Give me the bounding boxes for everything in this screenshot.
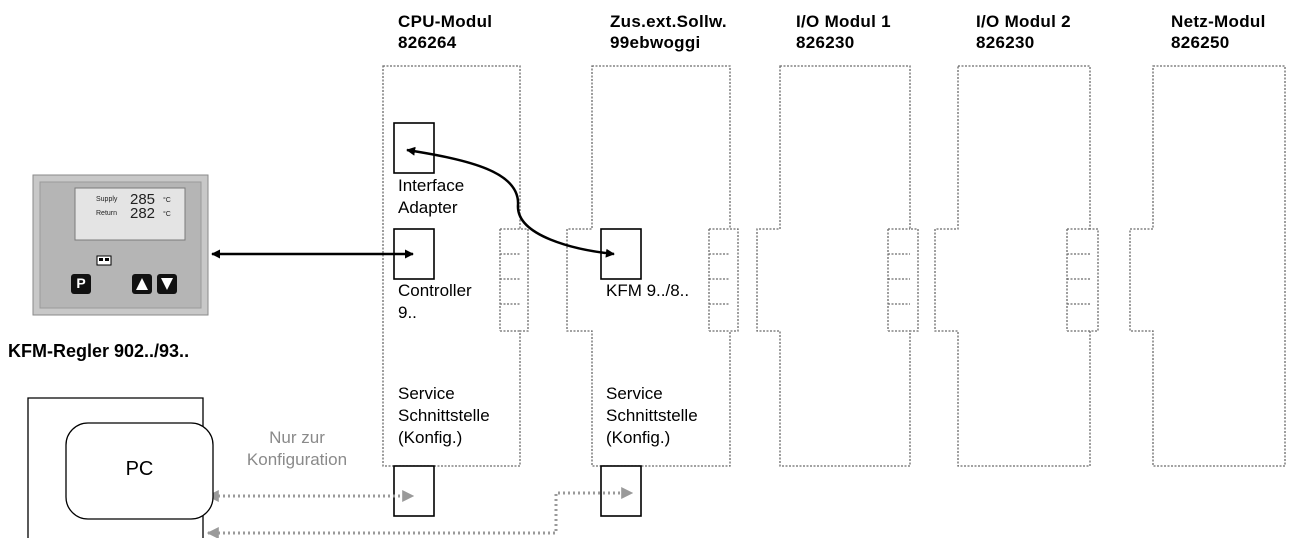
setpoint-service-label: Service Schnittstelle (Konfig.) bbox=[606, 383, 698, 449]
display-row2-unit: °C bbox=[163, 211, 171, 218]
io-module-1-name: I/O Modul 1 bbox=[796, 12, 891, 31]
setpoint-service-line3: (Konfig.) bbox=[606, 428, 671, 447]
cpu-service-line2: Schnittstelle bbox=[398, 406, 490, 425]
display-row1-value: 285 bbox=[130, 191, 156, 208]
io-module-1-code: 826230 bbox=[796, 33, 855, 52]
netz-module-outline bbox=[1129, 65, 1286, 467]
io-module-1-title: I/O Modul 1 826230 bbox=[796, 11, 891, 53]
config-note-line1: Nur zur bbox=[269, 428, 325, 447]
interface-label-line2: Adapter bbox=[398, 198, 458, 217]
cpu-module-code: 826264 bbox=[398, 33, 457, 52]
p-key bbox=[71, 274, 91, 294]
netz-module-code: 826250 bbox=[1171, 33, 1230, 52]
p-key-label: P bbox=[76, 275, 86, 291]
cpu-service-line3: (Konfig.) bbox=[398, 428, 463, 447]
setpoint-module-code: 99ebwoggi bbox=[610, 33, 701, 52]
setpoint-service-port bbox=[600, 465, 642, 517]
config-note-line2: Konfiguration bbox=[246, 450, 348, 469]
kfm-regler-device bbox=[32, 174, 209, 316]
up-arrow-icon bbox=[136, 278, 148, 290]
io-module-2-title: I/O Modul 2 826230 bbox=[976, 11, 1071, 53]
display-row1-unit: °C bbox=[163, 197, 171, 204]
setpoint-module-title: Zus.ext.Sollw. 99ebwoggi bbox=[610, 11, 727, 53]
display-row1-label: Supply bbox=[96, 196, 118, 203]
setpoint-service-line1: Service bbox=[606, 384, 663, 403]
regler-display bbox=[74, 187, 186, 241]
controller-label-line1: Controller bbox=[398, 281, 472, 300]
controller-label: Controller 9.. bbox=[398, 280, 472, 324]
display-row2-label: Return bbox=[96, 210, 118, 217]
pc-label: PC bbox=[125, 458, 154, 480]
setpoint-module-name: Zus.ext.Sollw. bbox=[610, 12, 727, 31]
pc-setpoint-service-link bbox=[206, 487, 634, 538]
cpu-service-line1: Service bbox=[398, 384, 455, 403]
io-module-2-name: I/O Modul 2 bbox=[976, 12, 1071, 31]
regler-caption: KFM-Regler 902../93.. bbox=[8, 341, 190, 361]
interface-adapter-port bbox=[393, 122, 435, 174]
setpoint-service-line2: Schnittstelle bbox=[606, 406, 698, 425]
adapter-kfm-link bbox=[406, 146, 615, 258]
interface-adapter-label: Interface Adapter bbox=[398, 175, 464, 219]
controller-label-line2: 9.. bbox=[398, 303, 417, 322]
mode-icon bbox=[96, 255, 112, 266]
io-module-2-outline bbox=[934, 65, 1099, 467]
kfm-label: KFM 9../8.. bbox=[606, 281, 690, 300]
netz-module-name: Netz-Modul bbox=[1171, 12, 1266, 31]
interface-label-line1: Interface bbox=[398, 176, 465, 195]
cpu-module-name: CPU-Modul bbox=[398, 12, 493, 31]
netz-module-title: Netz-Modul 826250 bbox=[1171, 11, 1266, 53]
io-module-2-code: 826230 bbox=[976, 33, 1035, 52]
pc-device bbox=[27, 397, 214, 538]
cpu-module-title: CPU-Modul 826264 bbox=[398, 11, 492, 53]
display-row2-value: 282 bbox=[130, 205, 156, 222]
cpu-service-label: Service Schnittstelle (Konfig.) bbox=[398, 383, 490, 449]
down-arrow-icon bbox=[161, 278, 173, 290]
cpu-service-port bbox=[393, 465, 435, 517]
io-module-1-outline bbox=[756, 65, 919, 467]
config-note: Nur zur Konfiguration bbox=[232, 427, 362, 471]
